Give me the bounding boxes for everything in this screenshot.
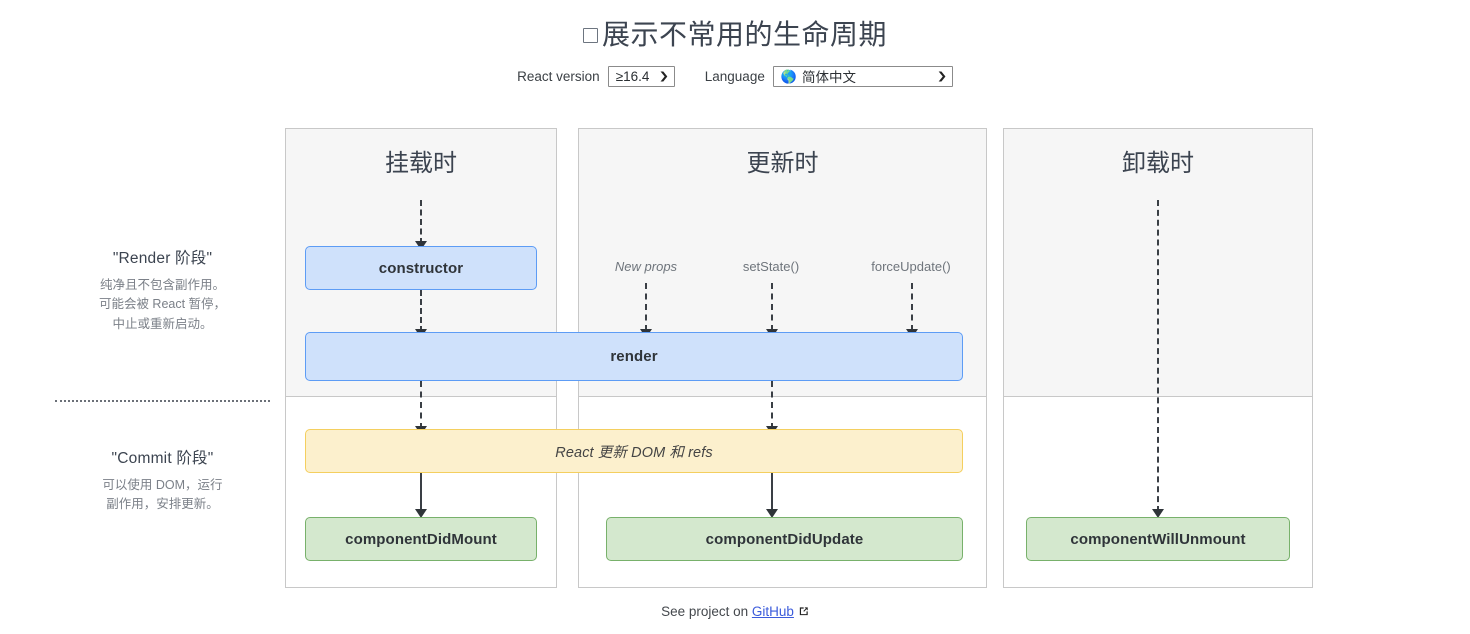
phase-divider	[55, 400, 270, 402]
connector-mount-to-constructor	[420, 200, 422, 244]
connector-unmount-to-will-unmount	[1157, 200, 1159, 512]
lifecycle-diagram: "Render 阶段" 纯净且不包含副作用。 可能会被 React 暂停， 中止…	[0, 128, 1470, 588]
chevron-down-icon: ❯	[937, 70, 948, 82]
phase-labels: "Render 阶段" 纯净且不包含副作用。 可能会被 React 暂停， 中止…	[55, 128, 270, 588]
connector-commit-to-did-update	[771, 466, 773, 512]
react-version-label: React version	[517, 68, 600, 84]
column-unmounting-title: 卸载时	[1122, 150, 1194, 177]
connector-forceupdate-to-render	[911, 283, 913, 331]
arrowhead-icon	[1152, 509, 1164, 518]
footer-prefix: See project on	[661, 604, 749, 619]
connector-commit-to-did-mount	[420, 466, 422, 512]
node-component-will-unmount[interactable]: componentWillUnmount	[1026, 517, 1290, 561]
language-select[interactable]: 🌎 简体中文 ❯	[772, 65, 953, 87]
chevron-down-icon: ❯	[658, 70, 670, 82]
arrowhead-icon	[415, 509, 427, 518]
language-label: Language	[704, 68, 765, 84]
node-component-did-update[interactable]: componentDidUpdate	[606, 517, 963, 561]
node-dom-commit: React 更新 DOM 和 refs	[305, 429, 963, 473]
github-link[interactable]: GitHub	[751, 604, 794, 619]
arrowhead-icon	[415, 241, 427, 250]
trigger-forceupdate: forceUpdate()	[871, 259, 951, 274]
page-header: 展示不常用的生命周期 React version ≥16.4 ❯ Languag…	[0, 0, 1470, 87]
phase-label-commit-desc: 可以使用 DOM，运行 副作用，安排更新。	[102, 478, 223, 512]
node-component-did-mount[interactable]: componentDidMount	[305, 517, 537, 561]
connector-new-props-to-render	[645, 283, 647, 331]
react-version-value: ≥16.4	[615, 68, 650, 84]
connector-update-render-to-commit	[771, 381, 773, 429]
column-mounting-title: 挂载时	[385, 150, 457, 177]
footer: See project on GitHub	[0, 604, 1470, 619]
external-link-icon	[798, 605, 809, 620]
phase-label-render-title: "Render 阶段"	[112, 250, 213, 267]
connector-render-to-commit	[420, 381, 422, 429]
page-title-text: 展示不常用的生命周期	[601, 19, 887, 50]
react-version-select[interactable]: ≥16.4 ❯	[607, 65, 675, 87]
globe-icon: 🌎	[780, 68, 798, 84]
node-constructor[interactable]: constructor	[305, 246, 537, 290]
language-value: 简体中文	[802, 70, 857, 86]
phase-label-render: "Render 阶段" 纯净且不包含副作用。 可能会被 React 暂停， 中止…	[55, 246, 270, 334]
connector-setstate-to-render	[771, 283, 773, 331]
show-uncommon-lifecycles-checkbox[interactable]	[582, 28, 598, 44]
column-updating-title: 更新时	[746, 150, 819, 177]
node-render[interactable]: render	[305, 332, 963, 381]
phase-label-render-desc: 纯净且不包含副作用。 可能会被 React 暂停， 中止或重新启动。	[98, 278, 227, 331]
trigger-setstate: setState()	[742, 259, 800, 274]
controls-bar: React version ≥16.4 ❯ Language 🌎 简体中文 ❯	[0, 65, 1470, 87]
page-title: 展示不常用的生命周期	[0, 18, 1470, 52]
trigger-new-props: New props	[614, 259, 678, 274]
phase-label-commit-title: "Commit 阶段"	[111, 450, 214, 467]
arrowhead-icon	[766, 509, 778, 518]
phase-label-commit: "Commit 阶段" 可以使用 DOM，运行 副作用，安排更新。	[55, 446, 270, 515]
connector-constructor-to-render	[420, 290, 422, 332]
